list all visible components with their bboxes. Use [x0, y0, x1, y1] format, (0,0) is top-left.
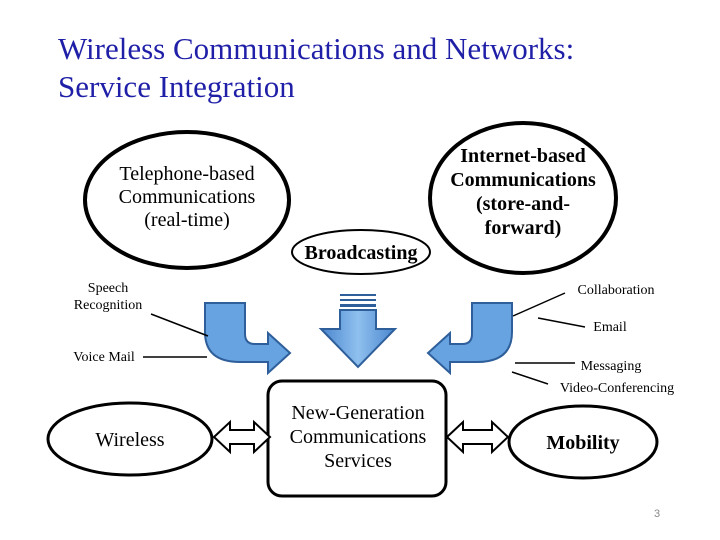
speech-pointer-line	[150, 313, 209, 337]
telephone-oval	[83, 130, 291, 270]
collaboration-pointer-line	[512, 292, 566, 317]
title-line-2: Service Integration	[58, 69, 295, 104]
video-pointer-line	[511, 371, 549, 385]
internet-oval	[428, 121, 618, 275]
voice-mail-label: Voice Mail	[73, 350, 135, 365]
speech-recognition-label: Speech Recognition	[73, 281, 143, 313]
broadcasting-label: Broadcasting	[304, 242, 418, 264]
page-number: 3	[654, 508, 661, 520]
wireless-oval	[46, 401, 214, 477]
messaging-label: Messaging	[580, 359, 642, 374]
right-curved-arrow	[426, 302, 513, 376]
mobility-double-arrow	[445, 419, 510, 455]
video-conferencing-label: Video-Conferencing	[559, 381, 675, 396]
new-generation-label: New-Generation Communications Services	[289, 402, 427, 472]
title-line-1: Wireless Communications and Networks:	[58, 31, 575, 66]
email-label: Email	[593, 320, 627, 335]
mobility-oval	[507, 404, 659, 480]
internet-oval-label: Internet-based Communications (store-and…	[450, 145, 596, 239]
center-down-arrow	[318, 294, 398, 369]
mobility-label: Mobility	[546, 432, 620, 454]
telephone-oval-label: Telephone-based Communications (real-tim…	[118, 163, 256, 231]
wireless-label: Wireless	[95, 429, 165, 451]
broadcasting-oval	[291, 229, 431, 275]
wireless-double-arrow	[212, 419, 272, 455]
left-curved-arrow	[204, 302, 292, 376]
email-pointer-line	[537, 317, 586, 328]
slide-title: Wireless Communications and Networks: Se…	[58, 30, 698, 106]
collaboration-label: Collaboration	[577, 283, 655, 298]
